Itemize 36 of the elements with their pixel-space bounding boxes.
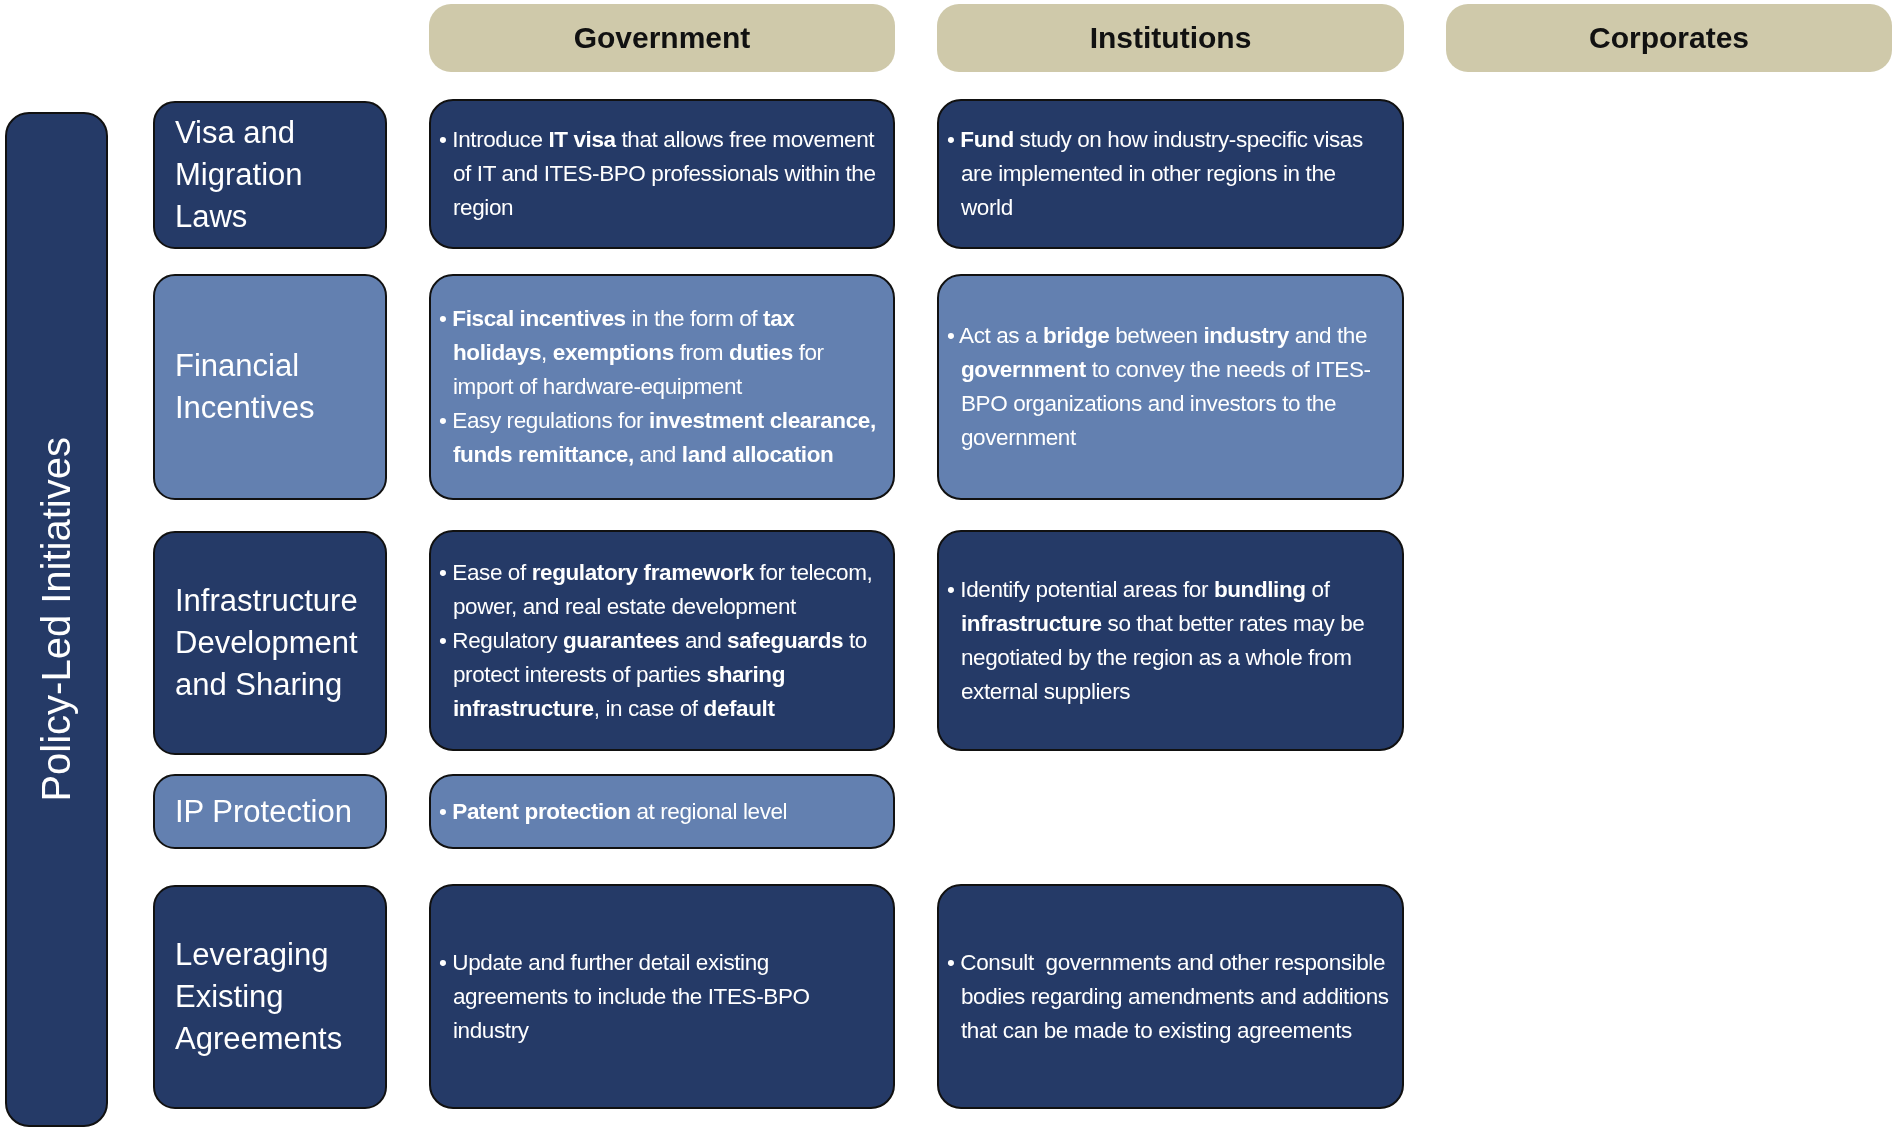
bullet-text: • Consult governments and other responsible bodies regarding amendments and additions that can be made to existing agreements <box>947 948 1390 1045</box>
row-title: Leveraging Existing Agreements <box>175 936 344 1058</box>
bullet-text: • Fund study on how industry-specific visas are implemented in other regions in the world <box>947 126 1364 222</box>
row-header-box <box>153 531 387 755</box>
content-box <box>937 274 1404 500</box>
bullet-text: • Patent protection at regional level <box>439 797 789 826</box>
content-box <box>429 774 895 849</box>
bullet-text: • Regulatory guarantees and safeguards to protect interests of parties sharing infrastructure, in case of default <box>439 626 868 723</box>
column-title: Government <box>573 21 751 55</box>
bullet-text: • Update and further detail existing agreements to include the ITES-BPO industry <box>439 948 811 1045</box>
row-title: Infrastructure Development and Sharing <box>175 582 359 704</box>
column-header <box>429 4 895 72</box>
row-title: Visa and Migration Laws <box>175 114 304 236</box>
content-box <box>429 274 895 500</box>
bullet-text: • Easy regulations for investment clearance, funds remittance, and land allocation <box>439 407 877 469</box>
column-title: Institutions <box>1089 21 1252 55</box>
band-title: Policy-Led Initiatives <box>34 437 79 802</box>
row-header-box <box>153 274 387 500</box>
content-box <box>429 99 895 249</box>
row-title: IP Protection <box>175 792 353 831</box>
column-title: Corporates <box>1588 21 1749 55</box>
row-header-box <box>153 101 387 249</box>
row-header-box <box>153 774 387 849</box>
bullet-text: • Act as a bridge between industry and the government to convey the needs of ITES-BPO organizations and investors to the government <box>947 322 1372 452</box>
bullet-text: • Introduce IT visa that allows free movement of IT and ITES-BPO professionals within the region <box>439 126 877 222</box>
bullet-text: • Identify potential areas for bundling of infrastructure so that better rates may be negotiated by the region as a whole from external suppliers <box>947 575 1366 706</box>
row-header-box <box>153 885 387 1109</box>
content-box <box>429 884 895 1109</box>
row-title: Financial Incentives <box>175 347 316 427</box>
column-header <box>937 4 1404 72</box>
content-box <box>429 530 895 751</box>
side-band <box>5 112 108 1127</box>
content-box <box>937 530 1404 751</box>
content-box <box>937 99 1404 249</box>
column-header <box>1446 4 1892 72</box>
content-box <box>937 884 1404 1109</box>
